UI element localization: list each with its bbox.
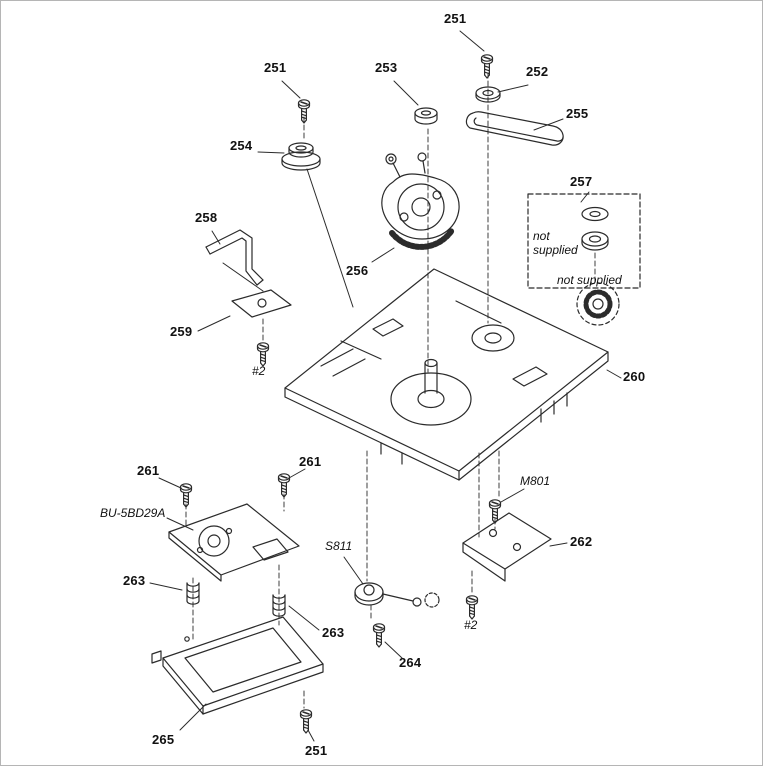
part-label-259: 259 <box>170 324 193 339</box>
ref-label-screw2-left: #2 <box>252 364 266 378</box>
screw-251-top <box>480 54 494 79</box>
part-label-255: 255 <box>566 106 589 121</box>
leader-lines <box>149 30 622 742</box>
part-label-261-left: 261 <box>137 463 160 478</box>
screw-251-bottom <box>299 709 313 734</box>
screw-261-left <box>179 483 193 508</box>
note-not-supplied-1: not supplied <box>533 229 578 257</box>
part-252-washer <box>475 86 501 103</box>
part-label-257: 257 <box>570 174 593 189</box>
part-label-256: 256 <box>346 263 369 278</box>
part-259-plate <box>231 289 292 318</box>
screw-261-right <box>277 473 291 498</box>
part-label-263-right: 263 <box>322 625 345 640</box>
part-254-pulley <box>281 142 321 171</box>
part-label-252: 252 <box>526 64 549 79</box>
part-255-belt <box>465 111 564 146</box>
note-not-supplied-2: not supplied <box>557 273 622 287</box>
part-260-chassis <box>284 268 609 481</box>
part-s811-switch <box>354 582 440 608</box>
part-bu5bd29a-board <box>168 503 300 582</box>
ref-label-bu5bd29a: BU-5BD29A <box>100 506 166 520</box>
part-label-262: 262 <box>570 534 593 549</box>
part-label-265: 265 <box>152 732 175 747</box>
part-label-251-top: 251 <box>444 11 467 26</box>
part-label-263-left: 263 <box>123 573 146 588</box>
screw-2-right <box>465 595 479 620</box>
ref-label-screw2-right: #2 <box>464 618 478 632</box>
part-256-cam-assembly <box>381 152 460 250</box>
part-258-ribbon <box>205 229 264 286</box>
part-label-264: 264 <box>399 655 422 670</box>
part-label-254: 254 <box>230 138 253 153</box>
ref-label-m801: M801 <box>520 474 551 488</box>
ref-label-s811: S811 <box>325 539 353 553</box>
part-label-251-left: 251 <box>264 60 287 75</box>
part-label-258: 258 <box>195 210 218 225</box>
part-label-261-right: 261 <box>299 454 322 469</box>
screw-2-left <box>256 342 270 367</box>
part-label-251-bottom: 251 <box>305 743 328 758</box>
part-253-pulley <box>414 107 438 125</box>
part-262-bracket <box>462 512 552 582</box>
part-label-253: 253 <box>375 60 398 75</box>
screw-264 <box>372 623 386 648</box>
part-265-frame <box>151 616 324 715</box>
part-label-260: 260 <box>623 369 646 384</box>
part-257-not-supplied-group <box>527 193 641 326</box>
alignment-dashed-lines <box>185 72 596 709</box>
